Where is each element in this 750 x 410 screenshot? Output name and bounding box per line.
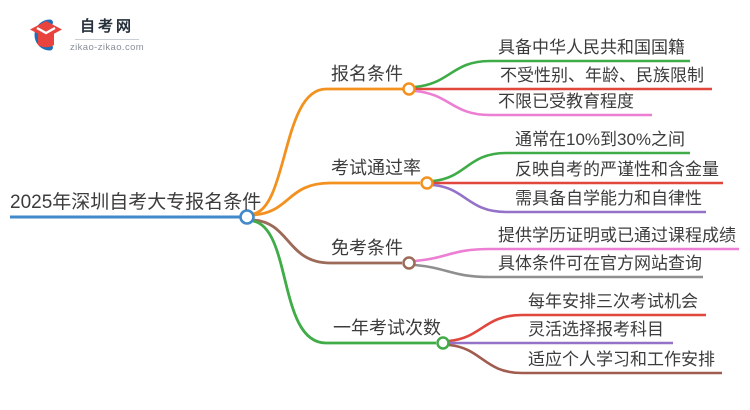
leaf-node-no-education-limit: 不限已受教育程度 bbox=[498, 92, 634, 111]
edge-root-to-branch-4 bbox=[252, 219, 436, 345]
root-junction-circle bbox=[239, 209, 255, 225]
leaf-node-flexible-subjects: 灵活选择报考科目 bbox=[528, 320, 664, 339]
edge-branch-2-leaf-1 bbox=[432, 151, 690, 183]
leaf-node-fit-schedule: 适应个人学习和工作安排 bbox=[528, 350, 715, 369]
root-node-title: 2025年深圳自考大专报名条件 bbox=[10, 192, 262, 213]
edge-branch-2-leaf-3 bbox=[432, 183, 706, 214]
branch-2-junction-circle bbox=[420, 176, 434, 190]
leaf-node-three-exams: 每年安排三次考试机会 bbox=[528, 292, 698, 311]
logo-cap-board-shape bbox=[30, 20, 62, 38]
edge-branch-4-leaf-1 bbox=[448, 313, 706, 343]
branch-node-exam-pass-rate: 考试通过率 bbox=[331, 158, 421, 178]
leaf-node-nationality: 具备中华人民共和国国籍 bbox=[498, 38, 685, 57]
leaf-node-no-restrictions: 不受性别、年龄、民族限制 bbox=[500, 66, 704, 85]
branch-4-junction-circle bbox=[436, 336, 450, 350]
leaf-node-rigor-value: 反映自考的严谨性和含金量 bbox=[515, 160, 719, 179]
graduation-cap-logo-icon bbox=[30, 19, 62, 50]
edge-root-to-branch-1 bbox=[252, 87, 403, 216]
logo-cap-base-shape bbox=[38, 32, 54, 47]
leaf-node-provide-proof: 提供学历证明或已通过课程成绩 bbox=[498, 226, 736, 245]
edge-branch-3-leaf-1 bbox=[414, 247, 739, 263]
branch-node-exemption-conditions: 免考条件 bbox=[331, 238, 403, 258]
branch-1-junction-circle bbox=[402, 82, 416, 96]
edge-branch-4-leaf-3 bbox=[448, 343, 722, 375]
logo-title: 自考网 bbox=[75, 15, 140, 40]
edge-root-to-branch-3 bbox=[252, 218, 402, 265]
edge-branch-1-leaf-1 bbox=[414, 59, 690, 89]
branch-3-junction-circle bbox=[402, 256, 416, 270]
branch-node-registration-conditions: 报名条件 bbox=[331, 64, 403, 84]
leaf-node-official-website: 具体条件可在官方网站查询 bbox=[498, 254, 702, 273]
branch-node-exams-per-year: 一年考试次数 bbox=[333, 318, 441, 338]
edge-branch-3-leaf-2 bbox=[414, 263, 703, 279]
edge-branch-1-leaf-3 bbox=[414, 89, 652, 117]
logo-cap-chevron bbox=[36, 26, 56, 34]
logo-domain-url: zikao-zikao.com bbox=[70, 42, 145, 53]
leaf-node-pass-rate-range: 通常在10%到30%之间 bbox=[515, 130, 686, 149]
leaf-node-self-study-ability: 需具备自学能力和自律性 bbox=[515, 189, 702, 208]
site-logo[interactable]: 自考网 zikao-zikao.com bbox=[28, 15, 144, 53]
edge-root-to-branch-2 bbox=[252, 181, 420, 217]
